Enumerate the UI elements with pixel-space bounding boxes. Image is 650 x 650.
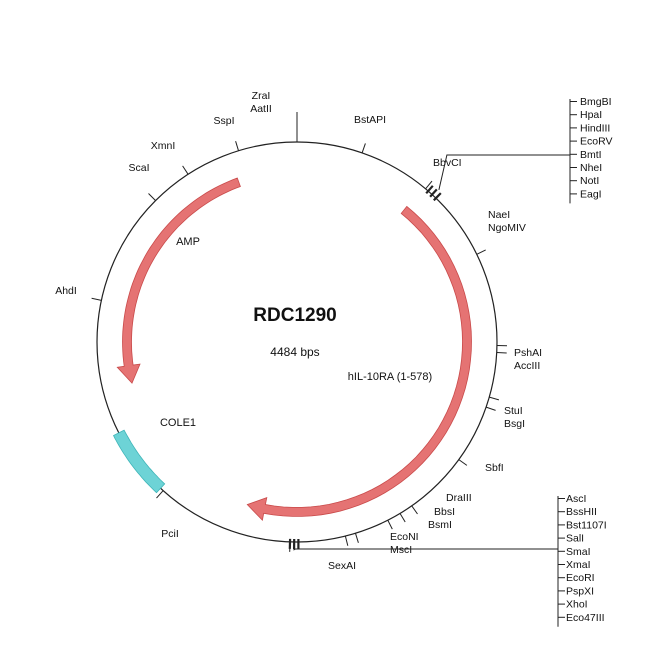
group-upper-marker [429,188,438,198]
site-label-eagi: EagI [580,188,602,200]
site-label-scai: ScaI [128,162,149,174]
feature-amp-label: AMP [176,236,200,248]
feature-hil10ra-label: hIL-10RA (1-578) [348,371,432,383]
site-label-xhoi: XhoI [566,599,588,611]
site-tick-sspi [235,141,239,151]
site-label-bmgbi: BmgBI [580,96,612,108]
site-label-sexai: SexAI [328,560,356,572]
site-label-sali: SalI [566,533,584,545]
site-label-bbvci: BbvCI [433,157,462,169]
site-label-acciii: AccIII [514,360,540,372]
site-tick-bsgi [485,406,496,411]
site-label-pshai: PshAI [514,347,542,359]
site-label-econi: EcoNI [390,531,419,543]
site-label-noti: NotI [580,175,599,187]
site-tick-bsmi [387,519,393,530]
site-label-bst1107i: Bst1107I [566,519,607,531]
plasmid-size: 4484 bps [270,345,319,359]
feature-hil10ra-arrow [246,205,472,522]
site-label-bsshii: BssHII [566,506,597,518]
site-label-smai: SmaI [566,546,591,558]
site-label-pcii: PciI [161,528,179,540]
plasmid-name: RDC1290 [253,305,336,326]
site-label-bmti: BmtI [580,149,602,161]
site-label-bsgi: BsgI [504,418,525,430]
site-label-ngomiv: NgoMIV [488,222,526,234]
site-label-pspxi: PspXI [566,585,594,597]
site-tick-draiii [411,505,418,515]
site-label-sbfi: SbfI [485,462,504,474]
site-label-bbsi: BbsI [434,506,455,518]
site-tick-acciii [496,352,507,354]
feature-layer: AMP hIL-10RA (1-578) COLE1 [112,177,472,522]
site-label-xmni: XmnI [151,140,176,152]
site-tick-stui [489,396,500,401]
site-tick-bstapi [361,143,366,154]
site-label-ahdi: AhdI [55,285,77,297]
site-label-eco47iii: Eco47III [566,612,605,624]
group-upper-marker [433,192,442,202]
site-tick-ahdi [91,297,102,301]
feature-cole1-label: COLE1 [160,417,196,429]
site-tick-sbfi [458,459,468,466]
site-label-stui: StuI [504,405,523,417]
site-label-hpai: HpaI [580,109,602,121]
site-tick-bbvci [425,180,433,190]
site-tick-scai [148,193,156,201]
site-label-asci: AscI [566,493,586,505]
site-label-hindiii: HindIII [580,122,610,134]
site-label-xmai: XmaI [566,559,591,571]
site-tick-bbsi [399,513,406,523]
site-tick-pcii [156,490,164,499]
site-label-sspi: SspI [213,115,234,127]
site-tick-naei [476,249,486,255]
site-tick-econi [355,533,359,543]
site-label-bstapi: BstAPI [354,114,386,126]
site-label-naei: NaeI [488,209,510,221]
site-label-ecorv: EcoRV [580,136,613,148]
site-label-draiii: DraIII [446,492,472,504]
site-label-msci: MscI [390,544,412,556]
site-label-zrai: ZraI [252,90,271,102]
feature-cole1-block [112,429,166,494]
group-lower-leader [293,548,558,551]
group-upper-leader [438,154,570,191]
site-tick-layer [91,112,508,552]
site-label-nhei: NheI [580,162,602,174]
feature-amp-arrow [116,177,241,384]
site-tick-xmni [182,165,189,175]
site-tick-msci [344,535,349,546]
site-label-bsmi: BsmI [428,519,452,531]
group-upper-marker [425,185,434,195]
site-label-ecori: EcoRI [566,572,595,584]
site-label-aatii: AatII [250,103,272,115]
